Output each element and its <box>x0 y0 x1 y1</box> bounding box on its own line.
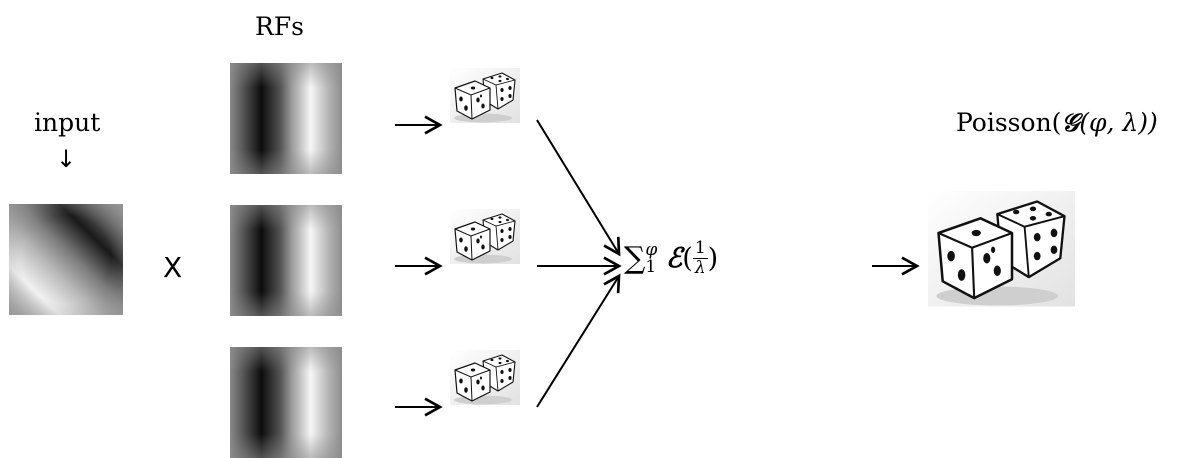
multiply-symbol: X <box>163 251 183 284</box>
receptive-field-icon <box>230 205 342 316</box>
poisson-label: Poisson(𝒢(φ, λ)) <box>956 110 1158 135</box>
right-arrow-icon <box>536 119 621 257</box>
frac-denominator: λ <box>694 258 706 278</box>
poisson-name: Poisson( <box>956 108 1062 137</box>
sum-lower: 1 <box>645 256 657 277</box>
dice-icon <box>926 189 1077 308</box>
paren-close: ) <box>707 243 719 274</box>
input-patch-icon <box>9 204 123 315</box>
receptive-field-icon <box>230 347 342 458</box>
poisson-args: (φ, λ)) <box>1079 108 1158 137</box>
input-label: input <box>34 108 101 137</box>
sum-symbol: ∑ <box>624 240 646 276</box>
dice-icon <box>449 349 521 406</box>
sum-upper: φ <box>645 239 658 260</box>
dice-icon <box>449 67 521 124</box>
exponential-symbol: ℰ <box>665 243 683 274</box>
frac-numerator: 1 <box>692 238 708 259</box>
receptive-field-icon <box>230 63 342 174</box>
down-arrow-icon: ↓ <box>56 145 77 173</box>
g-symbol: 𝒢 <box>1061 108 1080 137</box>
paren-open: ( <box>682 243 693 274</box>
rfs-label: RFs <box>255 12 304 41</box>
right-arrow-icon <box>536 273 621 408</box>
dice-icon <box>449 208 521 265</box>
